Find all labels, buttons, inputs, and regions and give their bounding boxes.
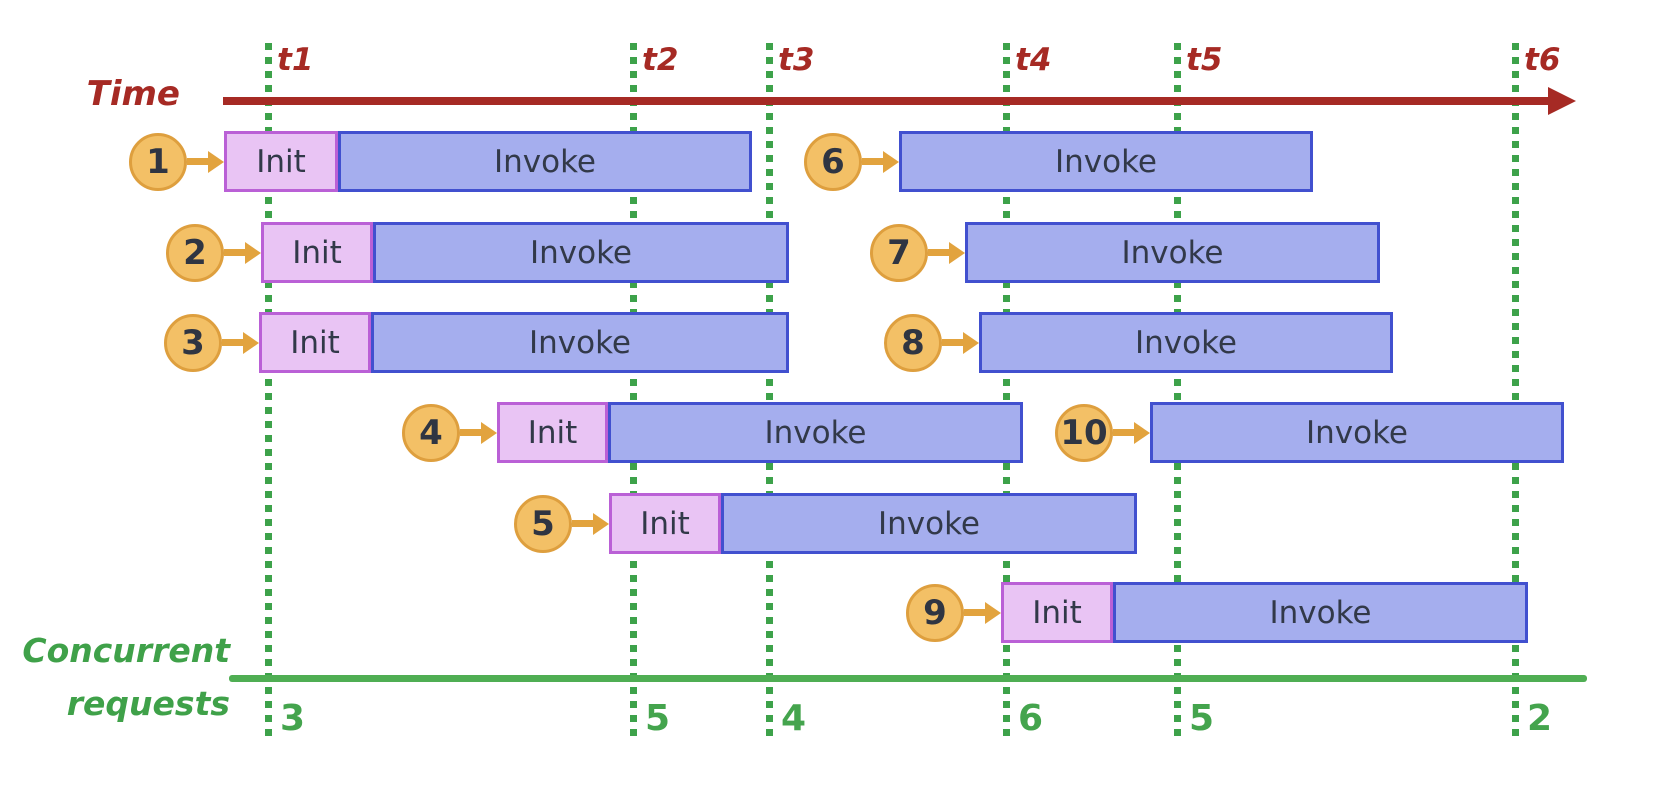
concurrency-count-t2: 5 [645,698,671,739]
request-3-number-badge: 3 [164,314,222,372]
request-7-number-badge: 7 [870,224,928,282]
concurrency-count-t5: 5 [1189,698,1215,739]
request-2-invoke-bar: Invoke [373,222,789,283]
concurrent-requests-axis-label: Concurrent requests [15,624,230,730]
tick-line-t6 [1512,43,1519,740]
request-4-number-badge: 4 [402,404,460,462]
tick-line-t3 [766,43,773,740]
request-9-init-bar: Init [1001,582,1113,643]
request-9-arrow-icon [964,609,986,616]
request-4-arrowhead-icon [481,422,497,444]
request-1-arrowhead-icon [208,151,224,173]
request-3-invoke-bar: Invoke [371,312,789,373]
request-7-invoke-bar: Invoke [965,222,1380,283]
request-9-invoke-bar: Invoke [1113,582,1528,643]
tick-label-t3: t3 [778,42,815,78]
request-6-number-badge: 6 [804,133,862,191]
tick-label-t6: t6 [1524,42,1561,78]
request-10-arrow-icon [1113,429,1135,436]
tick-line-t4 [1003,43,1010,740]
tick-line-t2 [630,43,637,740]
request-3-arrow-icon [222,339,244,346]
tick-label-t5: t5 [1186,42,1223,78]
request-3-init-bar: Init [259,312,371,373]
request-1-init-bar: Init [224,131,338,192]
request-7-arrow-icon [928,249,950,256]
request-6-arrowhead-icon [883,151,899,173]
concurrent-requests-axis-line [229,675,1587,682]
request-1-number-badge: 1 [129,133,187,191]
concurrency-count-t1: 3 [280,698,306,739]
request-3-arrowhead-icon [243,332,259,354]
request-10-number-badge: 10 [1055,404,1113,462]
request-8-arrowhead-icon [963,332,979,354]
request-6-arrow-icon [862,158,884,165]
request-9-number-badge: 9 [906,584,964,642]
request-2-number-badge: 2 [166,224,224,282]
time-axis-label: Time [86,74,180,114]
tick-label-t1: t1 [277,42,314,78]
request-2-arrow-icon [224,249,246,256]
request-5-arrow-icon [572,520,594,527]
concurrency-count-t6: 2 [1527,698,1553,739]
request-6-invoke-bar: Invoke [899,131,1313,192]
request-5-invoke-bar: Invoke [721,493,1137,554]
request-5-arrowhead-icon [593,513,609,535]
request-8-arrow-icon [942,339,964,346]
request-2-arrowhead-icon [245,242,261,264]
tick-line-t5 [1174,43,1181,740]
concurrency-count-t3: 4 [781,698,807,739]
request-5-init-bar: Init [609,493,721,554]
tick-line-t1 [265,43,272,740]
request-4-invoke-bar: Invoke [608,402,1023,463]
time-axis-line [223,97,1548,105]
tick-label-t4: t4 [1015,42,1052,78]
request-5-number-badge: 5 [514,495,572,553]
request-1-invoke-bar: Invoke [338,131,752,192]
tick-label-t2: t2 [642,42,679,78]
request-10-invoke-bar: Invoke [1150,402,1564,463]
concurrent-label-line1: Concurrent [22,631,230,670]
request-8-number-badge: 8 [884,314,942,372]
request-2-init-bar: Init [261,222,373,283]
request-4-init-bar: Init [497,402,608,463]
request-8-invoke-bar: Invoke [979,312,1393,373]
time-axis-arrowhead-icon [1548,87,1576,115]
request-1-arrow-icon [187,158,209,165]
request-4-arrow-icon [460,429,482,436]
request-9-arrowhead-icon [985,602,1001,624]
concurrent-label-line2: requests [66,684,230,723]
request-10-arrowhead-icon [1134,422,1150,444]
request-7-arrowhead-icon [949,242,965,264]
concurrency-count-t4: 6 [1018,698,1044,739]
